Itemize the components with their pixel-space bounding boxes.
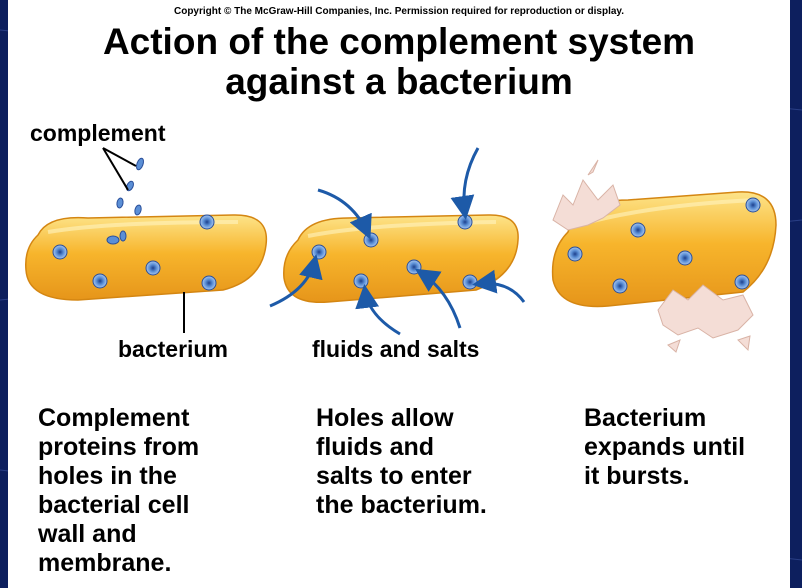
caption-step-1: Complement proteins from holes in the ba… — [38, 404, 199, 578]
caption-step-3: Bacterium expands until it bursts. — [584, 404, 745, 491]
complement-label: complement — [30, 120, 165, 147]
bacterium-label: bacterium — [118, 336, 228, 363]
figure-panel: Copyright © The McGraw-Hill Companies, I… — [8, 0, 790, 588]
fluids-and-salts-label: fluids and salts — [312, 336, 479, 363]
caption-step-2: Holes allow fluids and salts to enter th… — [316, 404, 487, 520]
